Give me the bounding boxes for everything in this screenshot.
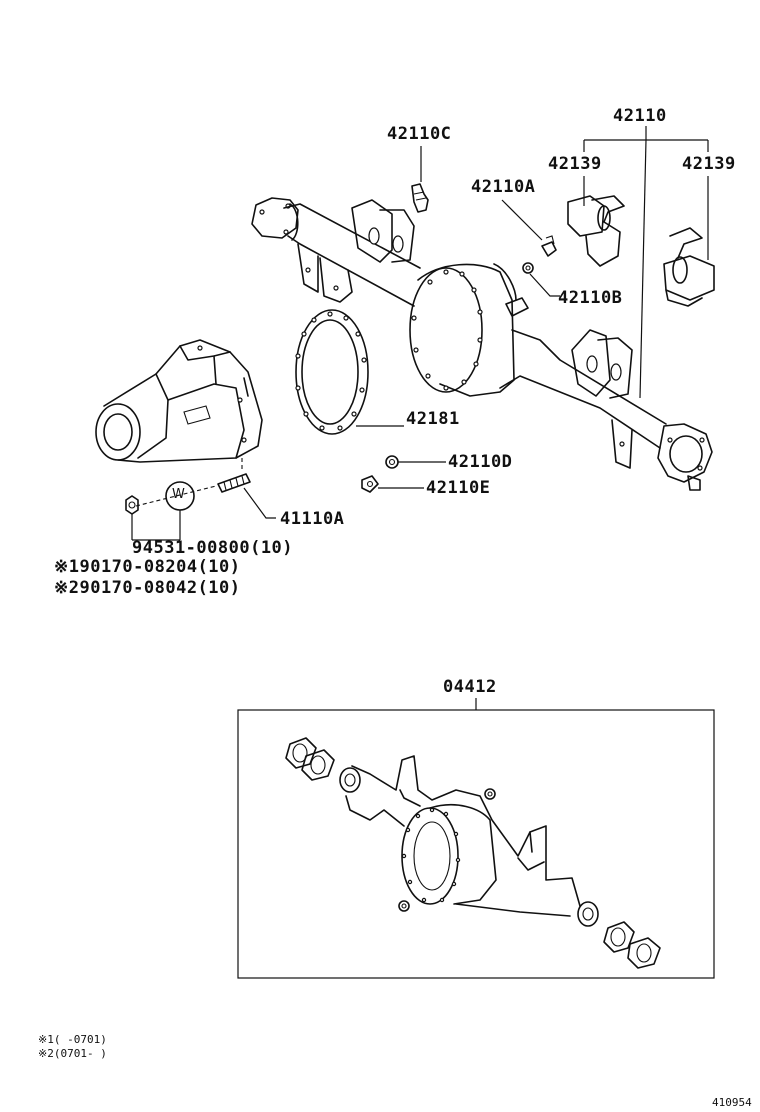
washer-part: [522, 262, 534, 274]
footnote-1: ※1( -0701): [38, 1033, 107, 1046]
kit-contents: [285, 737, 661, 969]
callout-nut-alt-2: ※290170-08042(10): [54, 578, 241, 598]
callout-42110b: 42110B: [558, 288, 623, 308]
differential-carrier: [95, 339, 263, 463]
callout-04412: 04412: [443, 677, 497, 697]
callout-42139-left: 42139: [548, 154, 602, 174]
callout-42181: 42181: [406, 409, 460, 429]
figure-id: 410954: [712, 1096, 752, 1109]
callout-42139-right: 42139: [682, 154, 736, 174]
nut-part: [125, 495, 139, 515]
plug-part: [411, 183, 429, 213]
bolt-part: [541, 235, 557, 257]
kit-box: [237, 709, 715, 979]
callout-42110e: 42110E: [426, 478, 491, 498]
callout-nut-alt-1: ※190170-08204(10): [54, 557, 241, 577]
bracket-right-part: [663, 227, 715, 307]
gasket-part: [295, 309, 369, 435]
washer-symbol: W: [172, 487, 186, 502]
footnote-2: ※2(0701- ): [38, 1047, 107, 1060]
stud-part: [217, 473, 251, 493]
washer-d-part: [385, 455, 399, 469]
bracket-left-part: [567, 195, 625, 267]
callout-42110: 42110: [613, 106, 667, 126]
callout-42110d: 42110D: [448, 452, 513, 472]
callout-41110a: 41110A: [280, 509, 345, 529]
plug-e-part: [361, 475, 379, 493]
callout-nut-part: 94531-00800(10): [132, 538, 294, 558]
callout-42110c: 42110C: [387, 124, 452, 144]
callout-42110a: 42110A: [471, 177, 536, 197]
axle-housing: [251, 197, 713, 491]
